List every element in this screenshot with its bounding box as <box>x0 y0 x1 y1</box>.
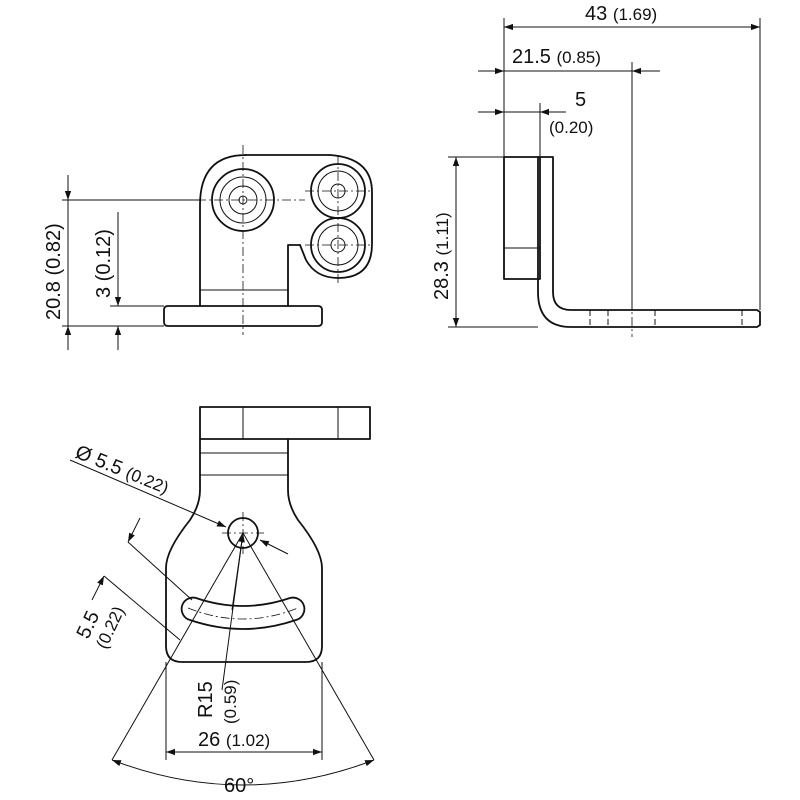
slot-radius-inch-label: (0.59) <box>221 680 240 724</box>
hole-diameter-label: Ø 5.5 (0.22) <box>72 441 172 498</box>
base-thickness-label: 3 (0.12) <box>93 229 115 298</box>
slot-radius-label: R15 <box>195 681 217 718</box>
top-view: Ø 5.5 (0.22) 5.5 (0.22) R15 (0.59) 26 (1… <box>69 406 375 797</box>
bracket-width-label: 26 (1.02) <box>198 729 270 751</box>
slot-angle-label: 60° <box>224 775 254 797</box>
thickness-inch-label: (0.20) <box>549 118 593 137</box>
total-height-label: 28.3 (1.11) <box>431 212 453 300</box>
axis-height-label: 20.8 (0.82) <box>43 223 65 320</box>
overall-width-label: 43 (1.69) <box>585 3 657 25</box>
front-view: 20.8 (0.82) 3 (0.12) <box>43 145 373 350</box>
thickness-label: 5 <box>575 89 586 111</box>
side-view: 43 (1.69) 21.5 (0.85) 5 (0.20) 28.3 (1.1… <box>431 3 761 337</box>
bend-offset-label: 21.5 (0.85) <box>512 46 601 68</box>
